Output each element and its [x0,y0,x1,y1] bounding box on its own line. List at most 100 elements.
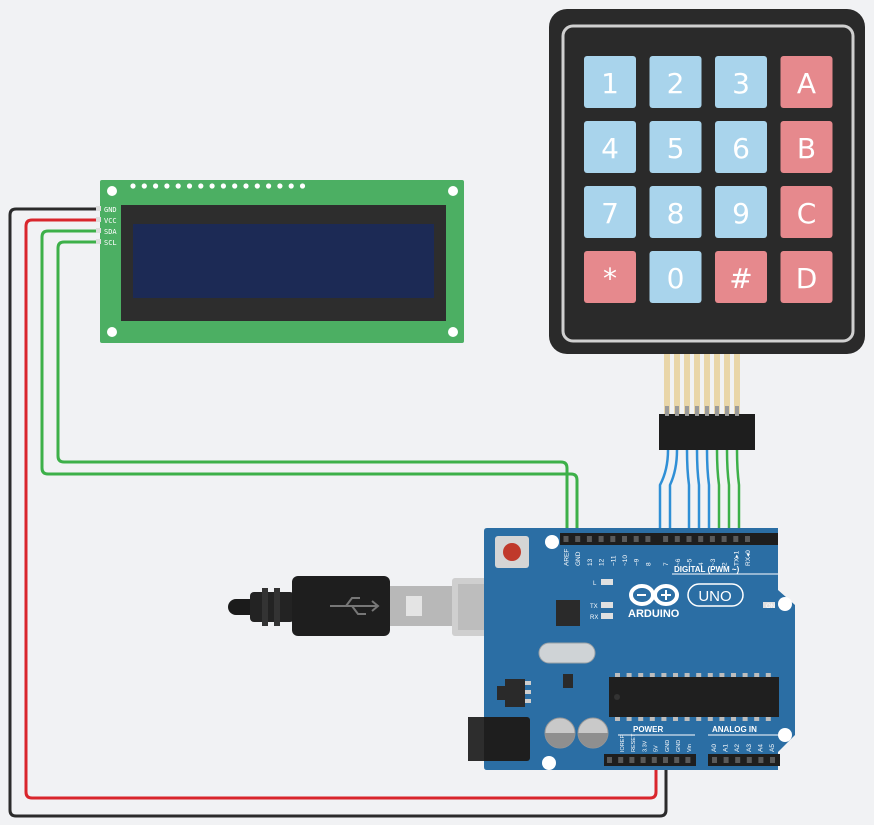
keypad-connector[interactable] [659,414,755,450]
keypad-key[interactable]: 0 [649,251,702,303]
lcd-module[interactable]: GND VCC SDA SCL [96,180,464,343]
lcd-pin-vcc[interactable] [96,217,101,222]
keypad-key[interactable]: # [715,251,767,303]
digital-header-hole[interactable] [645,536,651,542]
digital-header-hole[interactable] [633,536,639,542]
keypad-border [561,24,855,343]
keypad-key[interactable]: 6 [715,121,767,173]
chip-pin [684,673,690,677]
keypad-key[interactable]: 5 [649,121,702,173]
digital-header-hole[interactable] [709,536,715,542]
digital-header-hole[interactable] [575,536,581,542]
analog-pin-label: A5 [769,744,776,752]
power-header-hole[interactable] [685,757,691,763]
connector-pin [715,406,719,416]
power-pin-label: IOREF [620,735,626,752]
wire-keypad-col-4[interactable] [695,449,701,540]
power-header[interactable] [604,754,696,766]
digital-header-hole[interactable] [610,536,616,542]
keypad-key[interactable]: C [780,186,833,238]
digital-header-hole[interactable] [622,536,627,542]
keypad-key-label: B [797,132,816,165]
power-header-hole[interactable] [607,757,612,763]
lcd-pin-gnd[interactable] [96,206,101,211]
keypad-key-label: 4 [601,132,619,165]
wire-keypad-row-2[interactable] [715,449,721,540]
chip-pin [742,717,748,721]
usb-cable[interactable] [228,576,528,636]
reset-button[interactable] [503,543,521,561]
power-header-hole[interactable] [663,757,668,763]
wire-keypad-row-4[interactable] [735,449,741,540]
digital-pin-label: ~10 [622,555,629,566]
digital-header-hole[interactable] [663,536,669,542]
power-header-hole[interactable] [629,757,635,763]
usb-strain-ridge [274,588,280,626]
keypad-key[interactable]: * [584,251,636,303]
keypad-key[interactable]: 8 [649,186,702,238]
power-header-hole[interactable] [640,757,646,763]
wire-keypad-col-2[interactable] [668,449,679,540]
usb-strain-ridge [262,588,268,626]
lcd-header-pin [220,183,226,189]
power-header-hole[interactable] [651,757,657,763]
wire-scl[interactable] [56,240,569,540]
analog-header[interactable] [708,754,780,766]
wire-sda[interactable] [40,229,579,540]
keypad-key[interactable]: 4 [584,121,636,173]
digital-header-hole[interactable] [674,536,680,542]
keypad-key[interactable]: 3 [715,56,767,108]
keypad-key-label: 8 [667,197,685,230]
analog-header-hole[interactable] [712,757,717,763]
keypad-key[interactable]: A [780,56,833,108]
chip-pin [626,673,632,677]
keypad-wires [658,449,741,540]
digital-header-hole[interactable] [721,536,727,542]
keypad-key[interactable]: 2 [649,56,702,108]
wire-vcc[interactable] [24,218,658,800]
ribbon-lead [664,354,670,416]
digital-header-hole[interactable] [586,536,592,542]
chip-pin [765,673,771,677]
digital-header-hole[interactable] [686,536,692,542]
power-header-hole[interactable] [618,757,624,763]
lcd-header-pin [288,183,294,189]
wire-keypad-col-3[interactable] [685,449,691,540]
ribbon-lead [684,354,690,416]
analog-header-hole[interactable] [758,757,764,763]
keypad-key[interactable]: 9 [715,186,767,238]
wire-keypad-row-1[interactable] [705,449,711,540]
lcd-mount-hole [448,327,458,337]
power-pin-label: GND [676,740,682,752]
lcd-header-pin [277,183,283,189]
digital-header-hole[interactable] [745,536,750,542]
smd-part [525,690,531,694]
digital-section-label: DIGITAL (PWM ~) [674,565,740,574]
digital-header-hole[interactable] [698,536,704,542]
keypad-key[interactable]: D [780,251,833,303]
lcd-mount-hole [107,186,117,196]
analog-header-hole[interactable] [746,757,752,763]
wire-gnd[interactable] [8,207,668,818]
connector-pin [685,406,689,416]
lcd-pin-sda[interactable] [96,228,101,233]
chip-pin [731,717,736,721]
wire-keypad-col-1[interactable] [658,449,670,540]
analog-header-hole[interactable] [723,757,729,763]
keypad-key[interactable]: B [780,121,833,173]
keypad-key[interactable]: 7 [584,186,636,238]
microcontroller-chip [609,677,779,717]
lcd-header-pin [141,183,147,189]
wire-keypad-row-3[interactable] [725,449,731,540]
analog-header-hole[interactable] [770,757,775,763]
lcd-header-pin [299,183,306,189]
digital-header-hole[interactable] [733,536,739,542]
analog-header-hole[interactable] [735,757,741,763]
lcd-pin-scl[interactable] [96,239,101,244]
digital-header-hole[interactable] [598,536,604,542]
digital-header-hole[interactable] [563,536,569,542]
power-header-hole[interactable] [674,757,680,763]
keypad-key[interactable]: 1 [584,56,636,108]
